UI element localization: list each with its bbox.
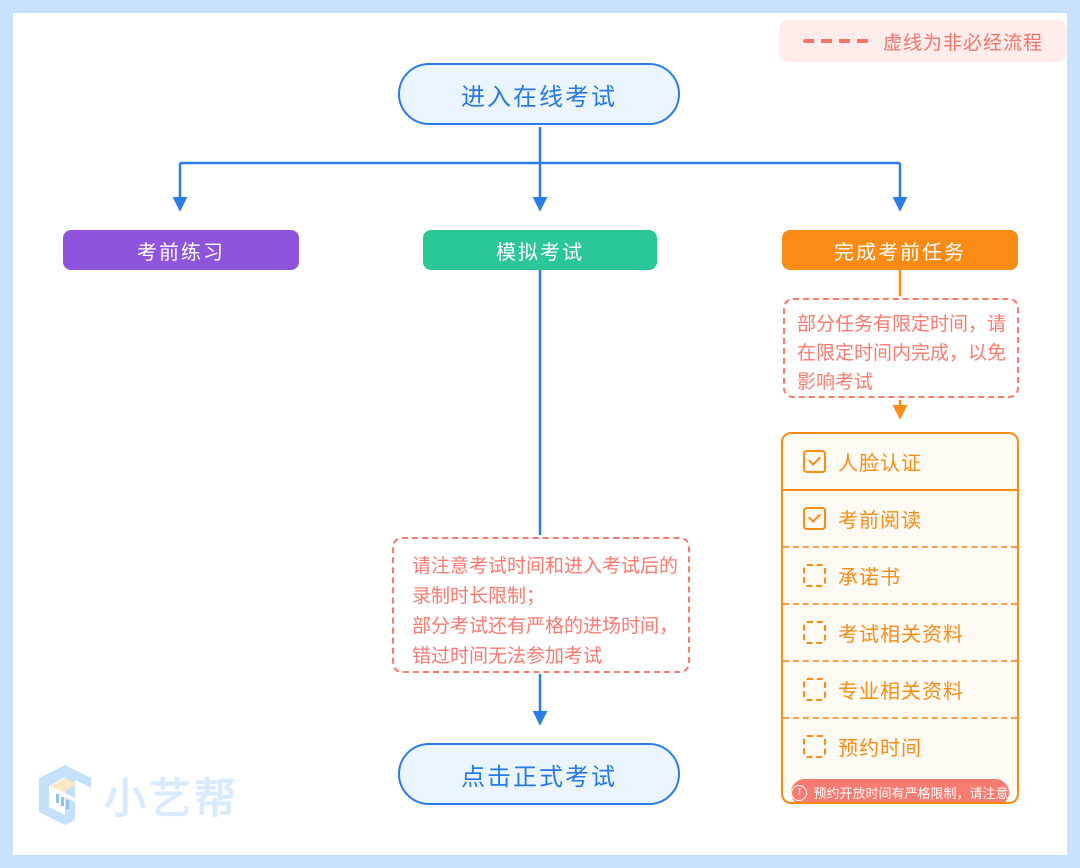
pre-exam-task-checklist: 人脸认证 考前阅读 承诺书 考试相关资料 专业相关资料 预约时间 ! 预约开放时…: [781, 432, 1019, 804]
checklist-item-appointment-time: 预约时间: [783, 717, 1017, 774]
checkbox-unchecked-icon: [803, 621, 826, 644]
checkbox-checked-icon: [803, 450, 826, 473]
checklist-item-label: 人脸认证: [838, 453, 922, 475]
checklist-item-face-auth: 人脸认证: [783, 434, 1017, 489]
checkbox-unchecked-icon: [803, 564, 826, 587]
checklist-item-label: 考前阅读: [838, 510, 922, 532]
node-enter-online-exam: 进入在线考试: [398, 63, 680, 125]
legend: 虚线为非必经流程: [779, 20, 1067, 62]
checklist-item-pre-exam-reading: 考前阅读: [783, 489, 1017, 546]
node-click-formal-exam-label: 点击正式考试: [461, 763, 617, 791]
checklist-item-label: 承诺书: [838, 567, 901, 589]
checkbox-unchecked-icon: [803, 678, 826, 701]
checkbox-checked-icon: [803, 507, 826, 530]
xiaoyibang-logo-text: 小艺帮: [104, 774, 240, 822]
node-complete-pre-exam-tasks: 完成考前任务: [782, 230, 1018, 270]
node-click-formal-exam: 点击正式考试: [398, 743, 680, 805]
node-mock-exam: 模拟考试: [423, 230, 657, 270]
checklist-item-exam-materials: 考试相关资料: [783, 603, 1017, 660]
note-exam-time-limit: 请注意考试时间和进入考试后的 录制时长限制； 部分考试还有严格的进场时间， 错过…: [392, 537, 690, 673]
node-pre-exam-practice: 考前练习: [63, 230, 299, 270]
node-complete-pre-exam-tasks-label: 完成考前任务: [834, 241, 966, 264]
node-pre-exam-practice-label: 考前练习: [137, 241, 225, 264]
checkbox-unchecked-icon: [803, 735, 826, 758]
node-mock-exam-label: 模拟考试: [496, 241, 584, 264]
checklist-item-label: 预约时间: [838, 738, 922, 760]
xiaoyibang-cube-icon: [39, 765, 91, 825]
appointment-warning-text: 预约开放时间有严格限制，请注意: [813, 786, 1009, 801]
checklist-item-label: 专业相关资料: [838, 681, 964, 703]
node-enter-online-exam-label: 进入在线考试: [461, 83, 617, 111]
exclamation-icon: !: [791, 784, 808, 801]
checklist-item-commitment-letter: 承诺书: [783, 546, 1017, 603]
checklist-item-label: 考试相关资料: [838, 624, 964, 646]
xiaoyibang-logo: 小艺帮: [36, 764, 239, 826]
legend-label: 虚线为非必经流程: [882, 32, 1043, 54]
checklist-item-major-materials: 专业相关资料: [783, 660, 1017, 717]
note-task-time-limit: 部分任务有限定时间，请 在限定时间内完成，以免 影响考试: [783, 298, 1019, 398]
dashed-line-sample-icon: [802, 39, 869, 43]
appointment-warning-badge: ! 预约开放时间有严格限制，请注意: [791, 779, 1009, 802]
